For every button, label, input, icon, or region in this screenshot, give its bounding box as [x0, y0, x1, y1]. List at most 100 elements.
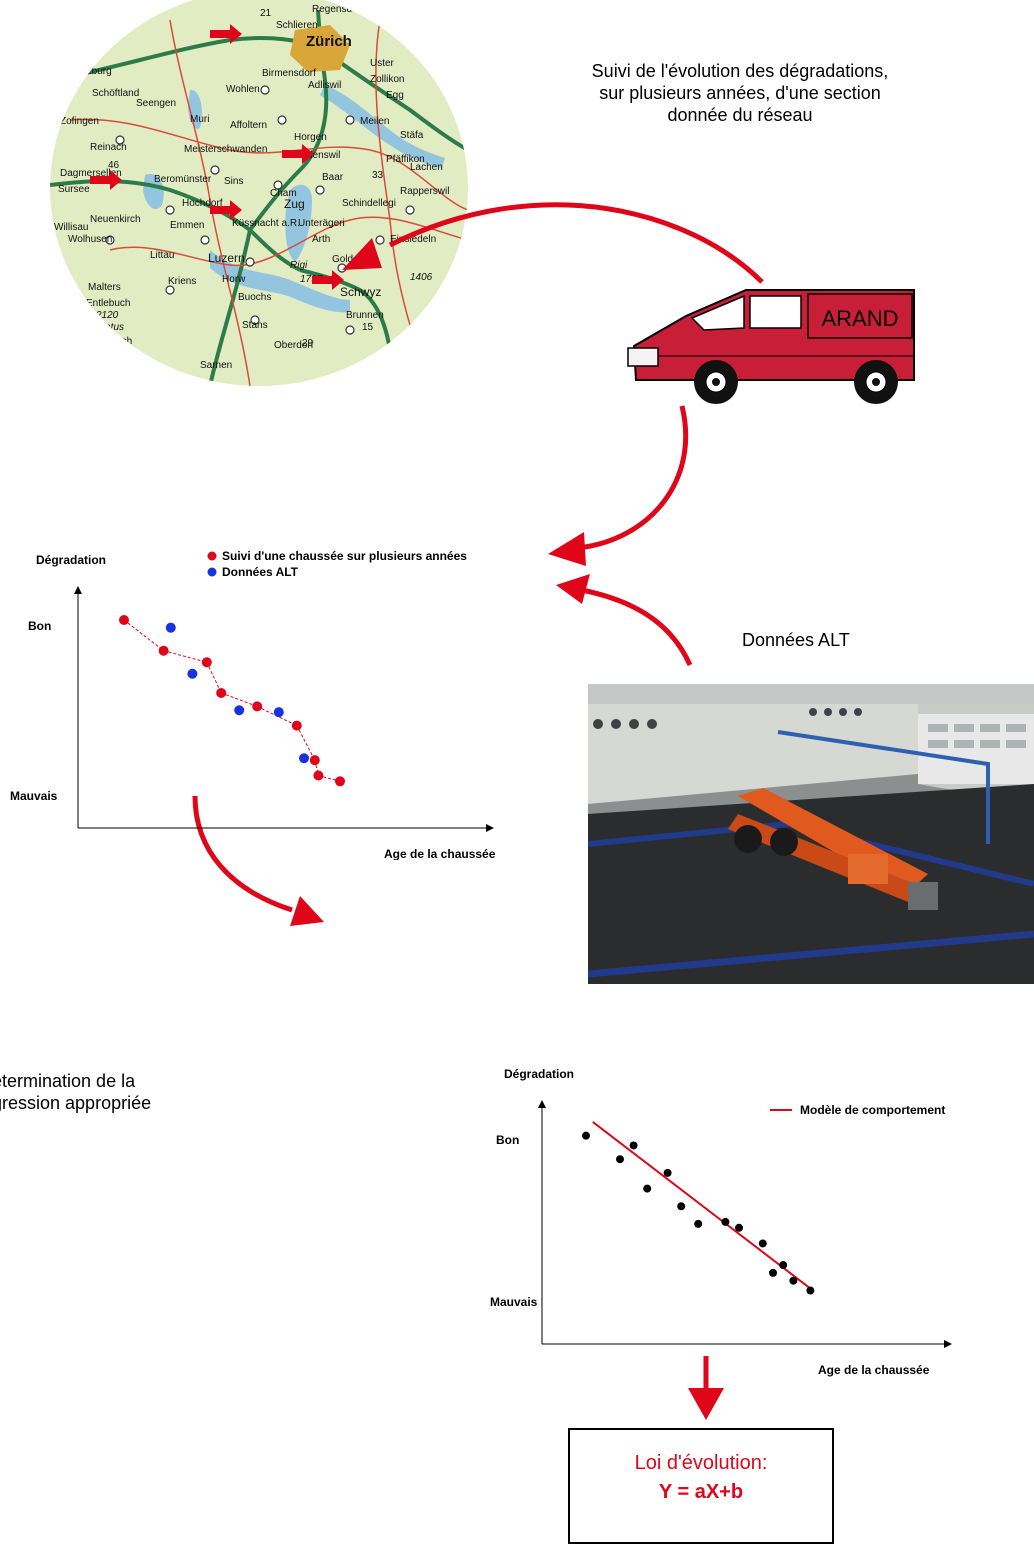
chart1-point-series1	[234, 705, 245, 716]
chart2-ytick-good: Bon	[496, 1133, 519, 1147]
map-label: Buochs	[238, 292, 271, 303]
chart2-point	[616, 1155, 624, 1164]
chart1-point-series1	[187, 668, 198, 679]
chart2-point	[643, 1184, 652, 1193]
map-label: Affoltern	[230, 120, 267, 131]
map-label: Littau	[150, 250, 174, 261]
chart2-regression-line	[592, 1121, 812, 1290]
map-label: Schöftland	[92, 88, 139, 99]
chart2-point	[694, 1219, 703, 1228]
lake-lucerne	[210, 250, 350, 313]
chart1-legend: Suivi d'une chaussée sur plusieurs année…	[207, 549, 467, 579]
chart1-point-series1	[299, 753, 309, 764]
map-arrow-icon	[210, 24, 242, 44]
map-label: Zollikon	[370, 74, 404, 85]
map-label: Oberdorf	[274, 340, 314, 351]
chart2-point	[677, 1202, 686, 1211]
chart2-ytick-bad: Mauvais	[490, 1295, 538, 1309]
chart1-point-series0	[158, 645, 169, 656]
map-label: Pfäffikon	[386, 154, 425, 165]
map-label: Zofingen	[60, 116, 99, 127]
map-arrow-icon	[90, 170, 122, 190]
chart1-point-series0	[335, 776, 345, 787]
lake-zurich	[320, 85, 445, 168]
map-label: 33	[372, 170, 384, 181]
chart2-ylabel: Dégradation	[504, 1067, 574, 1081]
map-label: Egg	[386, 90, 404, 101]
arrowhead-icon	[688, 1388, 724, 1420]
map-label: Sursee	[58, 184, 90, 195]
chart1-point-series0	[119, 615, 129, 625]
map-label: 21	[260, 8, 272, 19]
chart2-point	[629, 1141, 638, 1150]
arrowhead-icon	[556, 574, 590, 604]
van-to-map-arrow	[388, 202, 764, 284]
chart1-connector	[163, 650, 207, 663]
evolution-law-equation: Y = aX+b	[658, 1481, 744, 1503]
chart1-point-series1	[165, 622, 176, 633]
map-label: Birmensdorf	[262, 68, 316, 79]
map-label: 1406	[410, 272, 433, 283]
map-label: Neuenkirch	[90, 214, 141, 225]
chart1-ytick-bad: Mauvais	[10, 789, 58, 803]
map-labels: Regensdorf Zürich Schlieren Uster Adlisw…	[54, 4, 449, 371]
map-label: Baar	[322, 172, 344, 183]
tracking-caption: Suivi de l'évolution des dégradations, s…	[540, 60, 940, 126]
chart2-point	[758, 1239, 767, 1248]
map-label: Meisterschwanden	[184, 144, 267, 155]
chart2-point	[721, 1217, 730, 1226]
alt-data-label: Données ALT	[742, 630, 850, 650]
map-label: 29	[302, 338, 314, 349]
van-to-chart-arrow	[577, 405, 689, 551]
chart2-y-axis-arrow-icon	[538, 1100, 546, 1108]
alt-facility-photo	[587, 684, 1034, 984]
lake-zug	[285, 184, 312, 262]
van-grille	[627, 347, 659, 367]
arrowhead-icon	[342, 238, 382, 270]
map-label: Horgen	[294, 132, 327, 143]
regression-label: étermination de la gression appropriée	[0, 1070, 151, 1114]
map-label: Luzern	[208, 251, 245, 265]
map-label: Arth	[312, 234, 330, 245]
map-label: Muri	[190, 114, 209, 125]
map-label: Brunnen	[346, 310, 384, 321]
regional-road-map: Regensdorf Zürich Schlieren Uster Adlisw…	[50, 0, 468, 386]
caption-line: donnée du réseau	[667, 105, 813, 125]
map-label: 1797	[300, 274, 323, 285]
chart1-legend-label-0: Suivi d'une chaussée sur plusieurs année…	[222, 549, 467, 563]
load-carriage	[728, 788, 938, 910]
regression-label-line: gression appropriée	[0, 1093, 152, 1113]
map-label: Adliswil	[308, 80, 341, 91]
chart1-point-series0	[216, 687, 227, 698]
map-label: Kriens	[168, 276, 196, 287]
van-rear-wheel	[854, 360, 898, 404]
chart1-legend-marker-0	[207, 551, 217, 561]
map-label: Wohlen	[226, 84, 260, 95]
map-label: 46	[108, 160, 120, 171]
evolution-law-title: Loi d'évolution:	[634, 1452, 768, 1474]
map-label-zurich: Zürich	[306, 33, 352, 50]
map-label: Schlieren	[276, 20, 318, 31]
map-label: Stäfa	[400, 130, 424, 141]
chart1-legend-label-1: Données ALT	[222, 565, 299, 579]
chart1-connector	[123, 619, 164, 652]
chart1-y-axis-arrow-icon	[74, 586, 82, 594]
map-label: Entlebuch	[86, 298, 130, 309]
regression-label-line: étermination de la	[0, 1071, 136, 1091]
chart-to-model-arrow	[192, 795, 293, 913]
chart2-point	[769, 1268, 777, 1277]
behaviour-model-chart: Dégradation Bon Mauvais Age de la chauss…	[490, 1067, 952, 1377]
chart1-point-series1	[273, 707, 284, 718]
map-label: Willisau	[54, 222, 88, 233]
chart2-legend-label: Modèle de comportement	[800, 1103, 945, 1117]
degradation-tracking-chart: Dégradation Bon Mauvais Age de la chauss…	[10, 549, 496, 860]
chart1-connector	[296, 725, 316, 761]
map-label: Rigi	[290, 260, 308, 271]
map-label: Wolhusen	[68, 234, 112, 245]
map-label: Lenzburg	[70, 66, 112, 77]
map-label: Goldau	[332, 254, 364, 265]
map-arrow-icon	[282, 144, 314, 164]
map-label: Schwyz	[340, 285, 381, 299]
chart1-connector	[206, 662, 222, 694]
chart1-point-series0	[313, 770, 324, 781]
